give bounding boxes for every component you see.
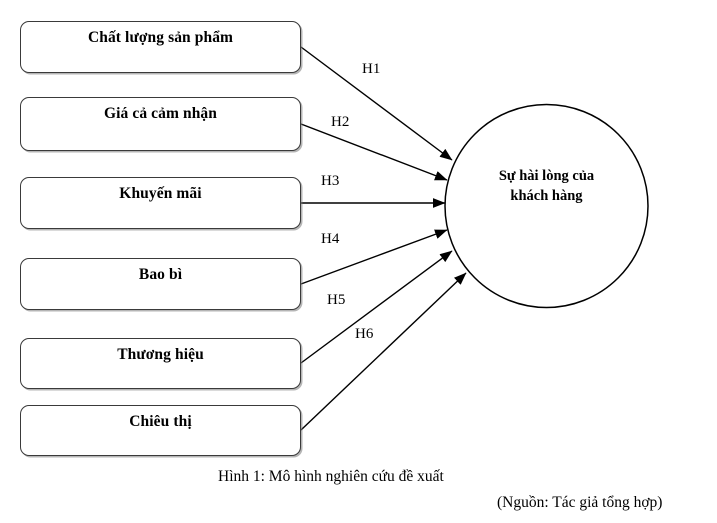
factor-box-product-quality[interactable]: Chất lượng sản phẩm — [20, 21, 301, 73]
figure-caption: Hình 1: Mô hình nghiên cứu đề xuất — [218, 468, 444, 485]
factor-label: Chất lượng sản phẩm — [87, 29, 234, 46]
hypothesis-label-h6: H6 — [355, 326, 374, 342]
arrow-h4 — [300, 229, 448, 285]
factor-label: Thương hiệu — [117, 346, 204, 363]
arrow-h2 — [300, 123, 448, 181]
outcome-label-line2: khách hàng — [510, 187, 583, 204]
factor-box-marketing-communication[interactable]: Chiêu thị — [20, 405, 301, 456]
hypothesis-label-h3: H3 — [321, 173, 340, 189]
factor-box-perceived-price[interactable]: Giá cả cảm nhận — [20, 97, 301, 151]
factor-label: Giá cả cảm nhận — [103, 105, 218, 122]
factor-box-brand[interactable]: Thương hiệu — [20, 338, 301, 389]
figure-source: (Nguồn: Tác giả tổng hợp) — [497, 494, 663, 511]
arrow-h6 — [300, 272, 467, 431]
factor-box-promotion[interactable]: Khuyến mãi — [20, 177, 301, 229]
factor-box-packaging[interactable]: Bao bì — [20, 258, 301, 310]
arrow-h5 — [300, 250, 453, 364]
factor-label: Khuyến mãi — [119, 185, 202, 202]
arrow-h1 — [300, 46, 453, 161]
hypothesis-label-h5: H5 — [327, 292, 346, 308]
factor-label: Chiêu thị — [129, 413, 192, 430]
hypothesis-label-h4: H4 — [321, 231, 340, 247]
outcome-circle-label: Sự hài lòng của khách hàng — [446, 167, 647, 206]
hypothesis-label-h2: H2 — [331, 114, 350, 130]
factor-label: Bao bì — [138, 266, 183, 283]
hypothesis-label-h1: H1 — [362, 61, 381, 77]
outcome-label-line1: Sự hài lòng của — [498, 168, 595, 184]
